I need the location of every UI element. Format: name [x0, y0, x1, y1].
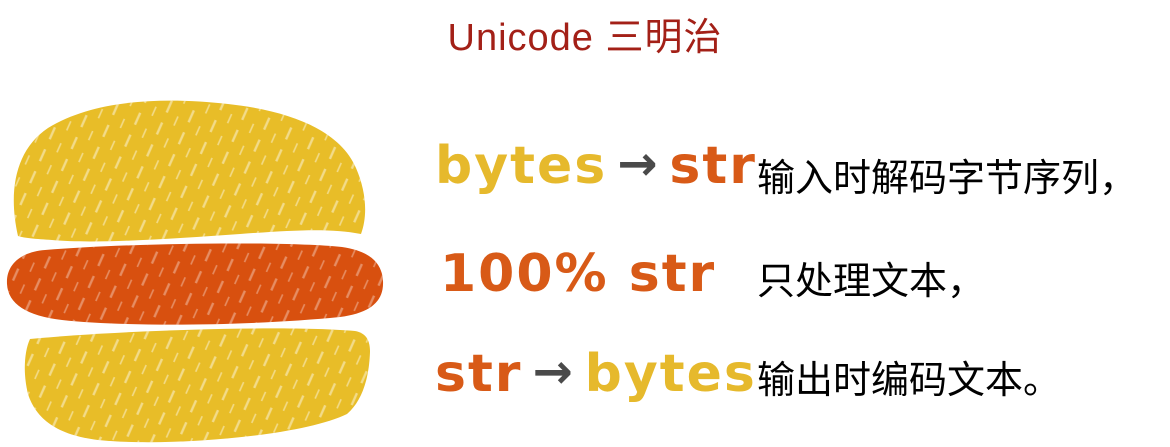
page-title: Unicode 三明治: [447, 17, 723, 59]
bytes-label: bytes: [584, 344, 757, 404]
code-line-encode: str→bytes: [435, 348, 757, 400]
code-line-all-str: 100% str: [440, 244, 717, 304]
note-text-only: 只处理文本，: [757, 261, 986, 303]
note-encode-output: 输出时编码文本。: [757, 360, 1062, 402]
right-arrow-icon: →: [532, 344, 575, 400]
top-bun-shape: [13, 100, 366, 242]
sandwich-illustration: [6, 100, 384, 443]
bottom-bun-shape: [24, 328, 370, 443]
patty-shape: [6, 243, 384, 325]
str-label: str: [669, 136, 757, 196]
str-label: str: [435, 344, 523, 404]
right-arrow-icon: →: [617, 136, 660, 192]
bytes-label: bytes: [435, 136, 608, 196]
code-line-decode: bytes→str: [435, 140, 757, 192]
note-decode-input: 输入时解码字节序列，: [757, 158, 1138, 200]
